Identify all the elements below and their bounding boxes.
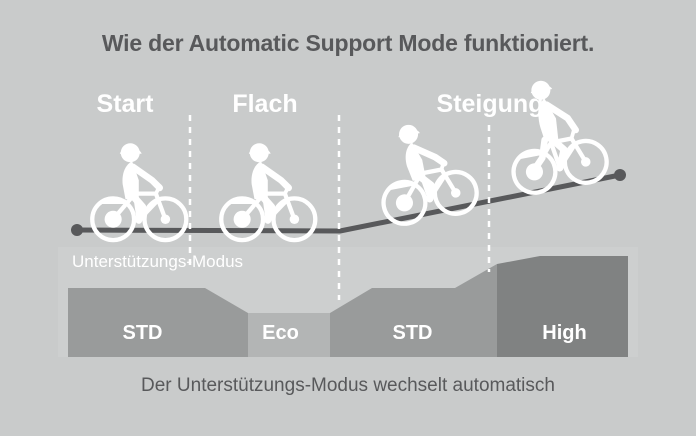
terrain-line [74,172,623,234]
terrain-profile [71,169,626,236]
bar-label-eco: Eco [262,322,299,344]
bar-segment-eco [248,313,330,357]
bar-segment-std-2 [330,264,497,357]
cyclist-icon-start [90,143,189,243]
cyclist-group [90,80,609,243]
bar-label-high: High [542,322,587,344]
cyclist-icon-steigung-2 [511,80,609,195]
cyclist-icon-flach [219,143,318,243]
bar-segment-high [497,256,628,357]
support-mode-axis-label: Unterstützungs-Modus [72,252,244,271]
phase-dividers [188,115,491,300]
page-title: Wie der Automatic Support Mode funktioni… [101,30,595,56]
footer-caption: Der Unterstützungs-Modus wechselt automa… [141,375,555,396]
bar-segment-std-1 [68,288,248,357]
phase-label-steigung: Steigung [436,90,544,118]
support-mode-bars [68,256,628,357]
bar-label-std-1: STD [122,322,163,344]
bar-label-std-2: STD [392,322,433,344]
cyclist-icon-steigung-1 [381,124,479,226]
phase-label-flach: Flach [232,90,298,118]
phase-label-start: Start [96,90,154,118]
terrain-end-dot [614,169,626,181]
terrain-start-dot [71,224,83,236]
